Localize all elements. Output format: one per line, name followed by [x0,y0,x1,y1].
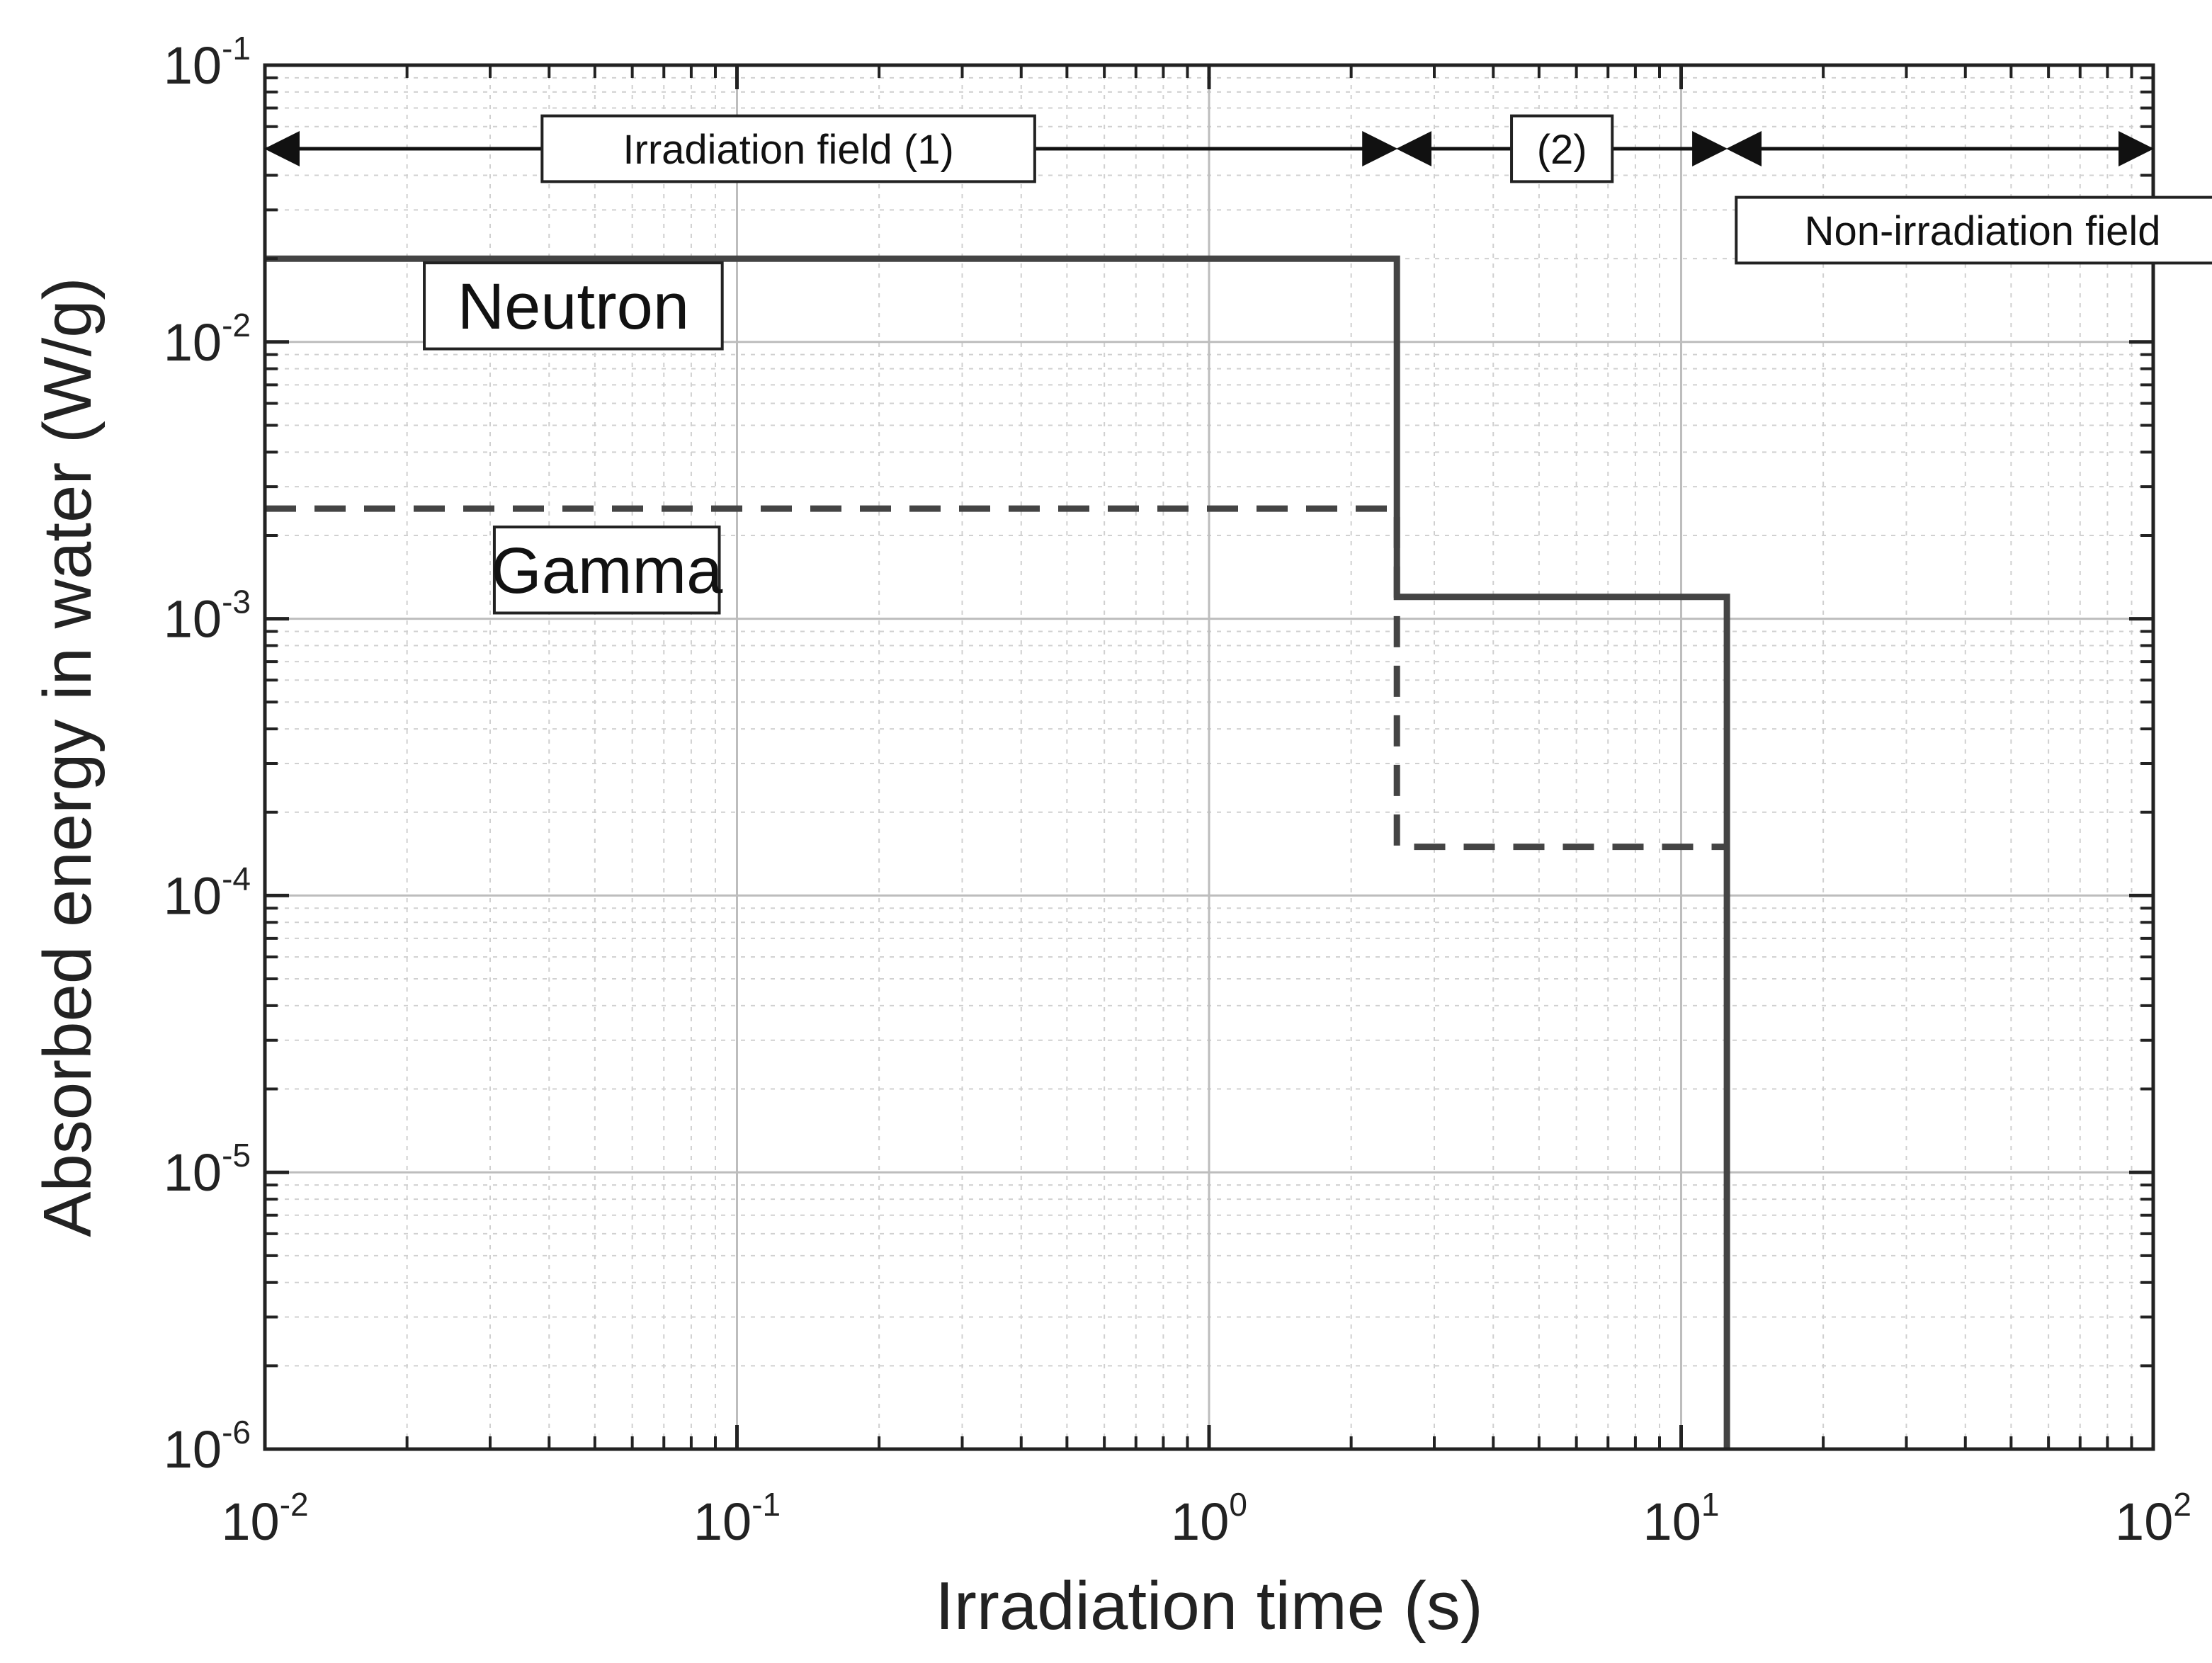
series-label-neutron: Neutron [458,271,689,343]
region-label-box [1510,114,1614,183]
region-label: (2) [1537,127,1587,173]
region-label-box [540,114,1036,183]
x-tick-label: 100 [1171,1486,1247,1551]
y-tick-label: 10-3 [164,584,251,649]
series-label-gamma: Gamma [491,535,723,607]
y-tick-label: 10-1 [164,30,251,95]
region-annotations: Irradiation field (1) (2) Non-irradiation … [264,114,2212,265]
series-layer [265,255,1730,1449]
x-tick-labels: 10-2 10-1 100 101 102 [221,1486,2191,1551]
series-label-box [492,526,721,615]
x-tick-label: 10-1 [693,1486,781,1551]
y-tick-label: 10-5 [164,1137,251,1202]
series-label-box [423,261,724,351]
y-tick-label: 10-4 [164,860,251,925]
x-tick-label: 10-2 [221,1486,308,1551]
region-label: Irradiation field (1) [623,127,953,173]
x-axis-title: Irradiation time (s) [935,1568,1483,1644]
series-line-gamma [265,505,1728,851]
y-tick-labels: 10-6 10-5 10-4 10-3 10-2 10-1 [164,30,251,1479]
y-tick-label: 10-6 [164,1414,251,1479]
region-label-box [1735,195,2212,265]
x-tick-label: 101 [1643,1486,1720,1551]
x-tick-label: 102 [2115,1486,2191,1551]
region-label: Non-irradiation field [1805,208,2161,254]
series-line-neutron [265,255,1730,1449]
y-tick-label: 10-2 [164,307,251,372]
y-axis-title: Absorbed energy in water (W/g) [30,277,106,1237]
